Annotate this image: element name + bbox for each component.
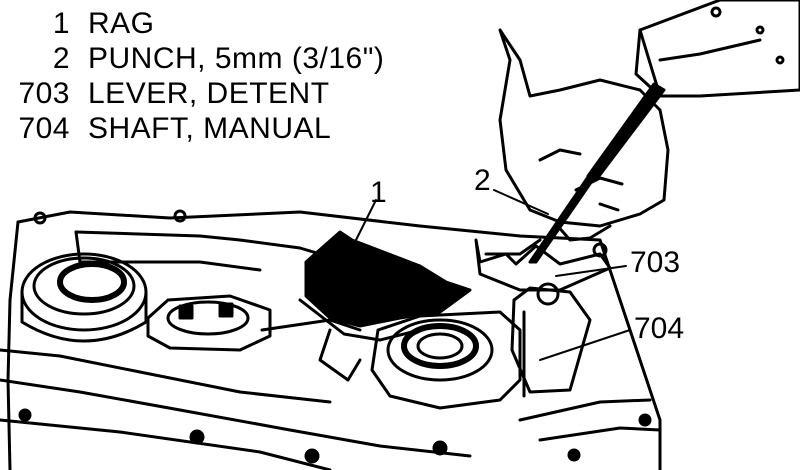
accumulator-housing [146,294,362,352]
punch [528,82,666,264]
callout-rag: 1 [370,176,387,209]
legend-row: 703 LEVER, DETENT [4,76,384,111]
leader-lines [349,189,631,361]
manual-shaft [510,282,592,398]
legend-label: RAG [88,6,155,40]
hammer [634,0,800,98]
left-gear-assembly [20,252,148,343]
callout-lever: 703 [630,246,681,279]
callout-punch: 2 [474,164,491,197]
hand [498,28,670,242]
parts-legend: 1 RAG 2 PUNCH, 5mm (3/16") 703 LEVER, DE… [4,6,384,146]
transmission-case [0,209,662,470]
legend-row: 704 SHAFT, MANUAL [4,111,384,146]
leader-shaft [539,329,631,361]
callout-shaft: 704 [634,312,685,345]
legend-label: PUNCH, 5mm (3/16") [88,41,385,75]
legend-label: LEVER, DETENT [88,76,330,110]
leader-punch [493,189,549,215]
rag [298,230,472,382]
output-seal [370,310,522,410]
legend-number: 2 [52,41,70,75]
detent-lever [474,238,612,292]
legend-row: 1 RAG [4,6,384,41]
legend-number: 704 [18,111,70,145]
leader-rag [349,199,377,253]
legend-row: 2 PUNCH, 5mm (3/16") [4,41,384,76]
legend-number: 703 [18,76,70,110]
leader-lever [555,265,627,277]
legend-number: 1 [52,6,70,40]
legend-label: SHAFT, MANUAL [88,111,332,145]
